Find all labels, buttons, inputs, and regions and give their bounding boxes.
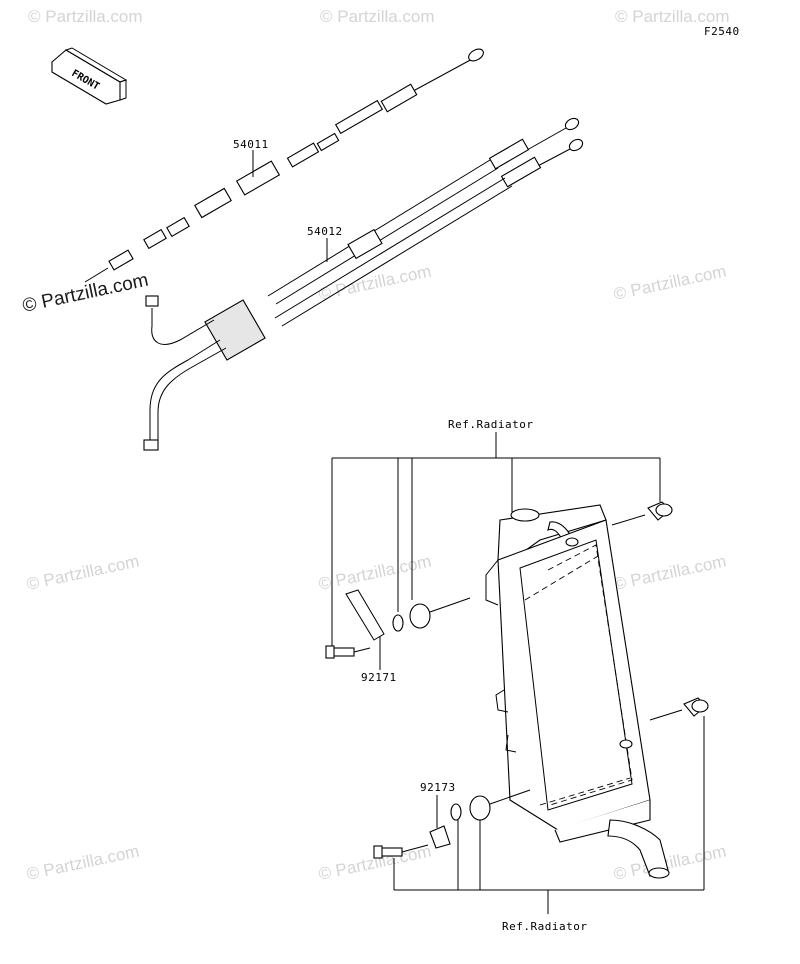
radiator-reference bbox=[485, 504, 670, 879]
watermark: © Partzilla.com bbox=[615, 7, 730, 26]
ref-lines-top: Ref.Radiator bbox=[331, 418, 661, 650]
part-number-92173[interactable]: 92173 bbox=[420, 781, 456, 794]
watermark: © Partzilla.com bbox=[612, 842, 728, 884]
watermark: © Partzilla.com bbox=[25, 552, 141, 594]
part-number-54011[interactable]: 54011 bbox=[233, 138, 269, 151]
ref-lines-bottom: Ref.Radiator bbox=[393, 716, 705, 933]
part-number-92171[interactable]: 92171 bbox=[361, 671, 397, 684]
watermark: © Partzilla.com bbox=[612, 552, 728, 594]
lower-mount-hardware: 92173 bbox=[373, 697, 709, 859]
ref-radiator-bottom[interactable]: Ref.Radiator bbox=[502, 920, 587, 933]
upper-mount-hardware: 92171 bbox=[325, 501, 673, 684]
watermark: © Partzilla.com bbox=[612, 262, 728, 304]
watermark: © Partzilla.com bbox=[25, 842, 141, 884]
part-number-54012[interactable]: 54012 bbox=[307, 225, 343, 238]
figure-code: F2540 bbox=[704, 25, 740, 38]
watermark: © Partzilla.com bbox=[317, 552, 433, 594]
throttle-cable-54011: 54011 bbox=[84, 48, 484, 283]
watermark: © Partzilla.com bbox=[28, 7, 143, 26]
throttle-cable-54012: 54012 bbox=[143, 117, 584, 451]
ref-radiator-top[interactable]: Ref.Radiator bbox=[448, 418, 533, 431]
watermark: © Partzilla.com bbox=[320, 7, 435, 26]
front-arrow-icon: FRONT bbox=[51, 47, 128, 105]
watermark-dark: © Partzilla.com bbox=[21, 270, 151, 317]
